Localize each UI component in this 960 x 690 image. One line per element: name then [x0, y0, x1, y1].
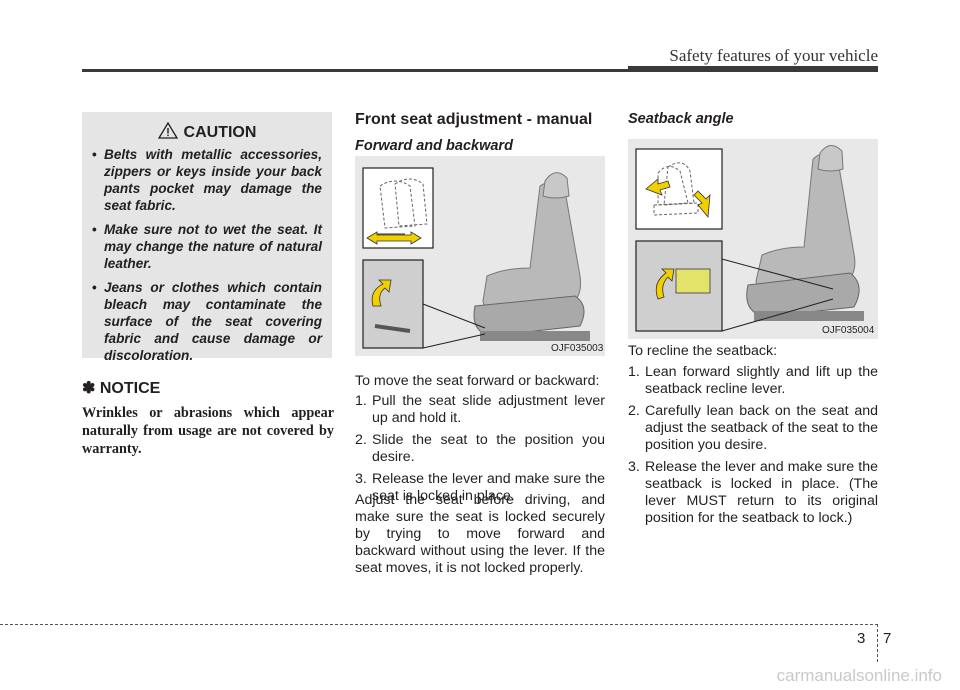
seat-slide-illustration: [362, 167, 590, 349]
caution-item: Belts with metallic accessories, zippers…: [92, 146, 322, 214]
running-header: Safety features of your vehicle: [669, 46, 878, 65]
seatback-intro: To recline the seatback:: [628, 343, 778, 359]
footer-rule: [0, 624, 878, 625]
footer-divider: [877, 624, 878, 662]
step-item: 2.Slide the seat to the position you des…: [355, 432, 605, 465]
forward-intro: To move the seat forward or backward:: [355, 373, 600, 389]
notice-body: Wrinkles or abrasions which appear natur…: [82, 405, 334, 457]
forward-note: Adjust the seat before driving, and make…: [355, 492, 605, 576]
warning-triangle-icon: [157, 122, 178, 139]
figure-code: OJF035004: [822, 325, 875, 336]
seat-slide-figure: [355, 156, 605, 356]
chapter-number: 3: [857, 630, 866, 647]
step-item: 1.Pull the seat slide adjustment lever u…: [355, 393, 605, 426]
subsection-seatback-title: Seatback angle: [628, 111, 734, 127]
figure-code: OJF035003: [551, 343, 604, 354]
watermark: carmanualsonline.info: [776, 666, 942, 685]
seatback-illustration: [635, 145, 864, 332]
caution-item: Jeans or clothes which contain bleach ma…: [92, 279, 322, 364]
header-rule: [82, 69, 878, 72]
step-item: 1.Lean forward slightly and lift up the …: [628, 364, 878, 397]
caution-list: Belts with metallic accessories, zippers…: [92, 146, 322, 371]
step-item: 2.Carefully lean back on the seat and ad…: [628, 403, 878, 453]
caution-item: Make sure not to wet the seat. It may ch…: [92, 221, 322, 272]
header-rule-accent: [628, 66, 878, 72]
forward-steps: 1.Pull the seat slide adjustment lever u…: [355, 393, 605, 510]
subsection-forward-title: Forward and backward: [355, 138, 513, 154]
step-item: 3.Release the lever and make sure the se…: [628, 459, 878, 526]
section-title: Front seat adjustment - manual: [355, 111, 593, 128]
caution-heading: CAUTION: [82, 122, 332, 142]
seatback-steps: 1.Lean forward slightly and lift up the …: [628, 364, 878, 532]
step-item: 3.Release the lever and make sure the se…: [355, 471, 605, 504]
page-number: 7: [883, 630, 892, 647]
caution-box: CAUTION Belts with metallic accessories,…: [82, 112, 332, 363]
notice-title: ✽ NOTICE: [82, 380, 161, 397]
caution-title: CAUTION: [183, 124, 257, 141]
seatback-figure: [628, 139, 878, 339]
